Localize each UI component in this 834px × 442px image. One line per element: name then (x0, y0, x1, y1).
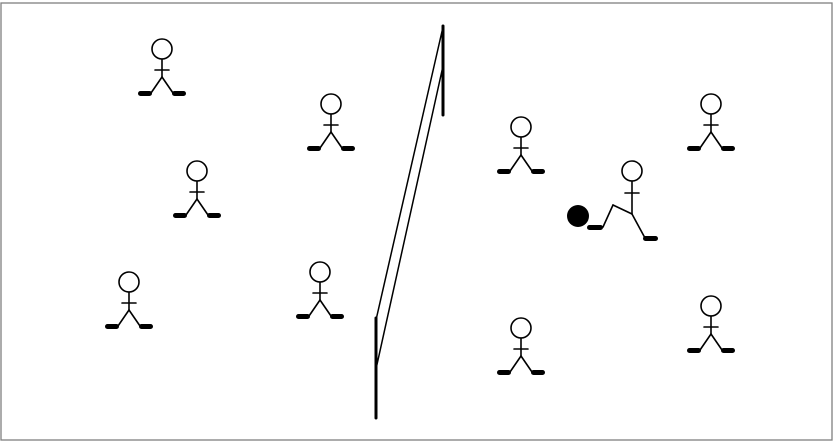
court-border (1, 3, 832, 440)
ball-icon (567, 205, 589, 227)
